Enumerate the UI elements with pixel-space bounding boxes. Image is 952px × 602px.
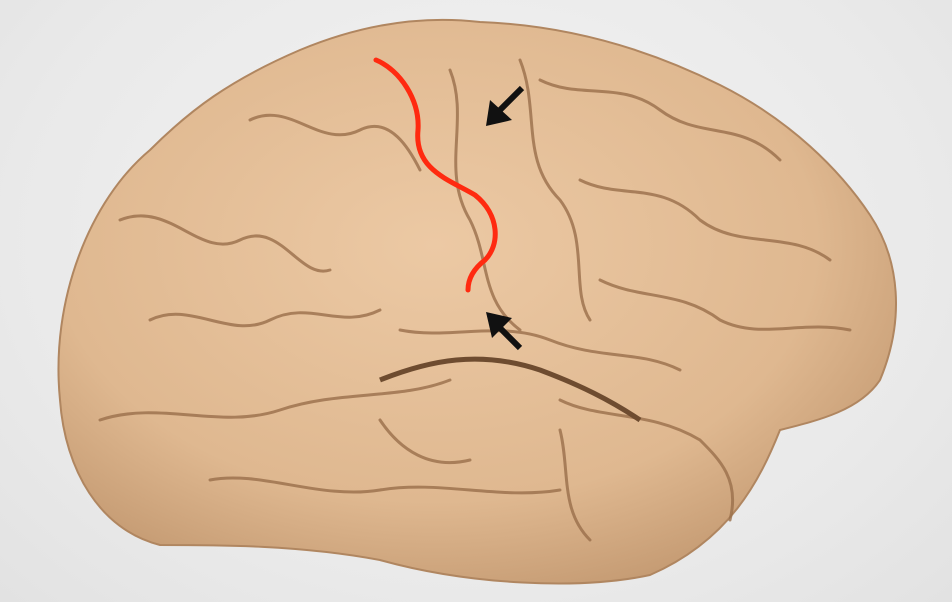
arrow-icon (486, 85, 525, 126)
brain-hemisphere (57, 18, 898, 585)
central-sulcus-marker (373, 57, 498, 293)
arrow-icon (486, 312, 523, 351)
sulci (98, 58, 852, 542)
sylvian-fissure (379, 356, 642, 423)
